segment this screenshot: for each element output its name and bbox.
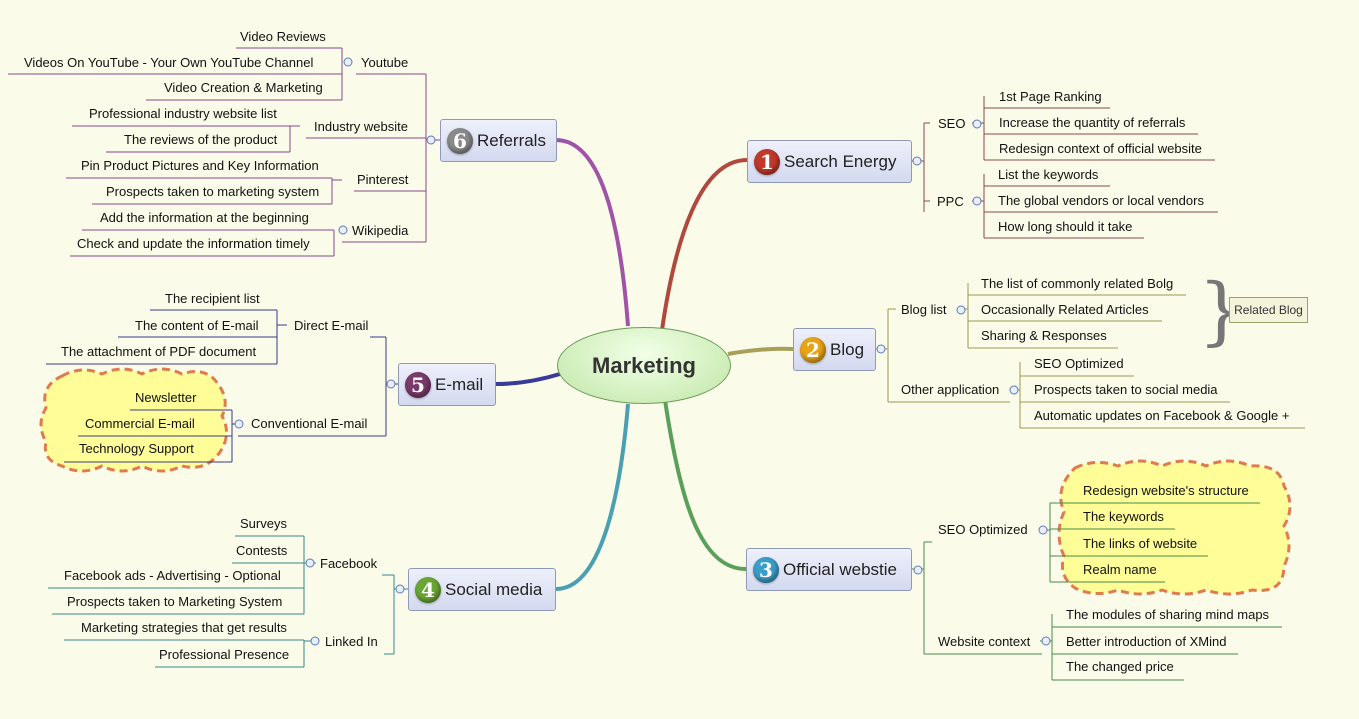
leaf-item[interactable]: Contests bbox=[236, 543, 288, 558]
connectors-referrals bbox=[8, 47, 440, 257]
expand-markers[interactable] bbox=[234, 57, 1051, 646]
leaf-item[interactable]: Commercial E-mail bbox=[85, 416, 195, 431]
topic-label: Search Energy bbox=[784, 151, 897, 171]
leaf-item[interactable]: The list of commonly related Bolg bbox=[981, 276, 1174, 291]
branch-social-media bbox=[555, 403, 630, 591]
leaf-item[interactable]: Videos On YouTube - Your Own YouTube Cha… bbox=[24, 55, 314, 70]
topic-email[interactable]: 5 E-mail bbox=[398, 363, 496, 406]
leaf-item[interactable]: How long should it take bbox=[998, 219, 1133, 234]
branch-email bbox=[495, 372, 561, 386]
subtopic-other-application[interactable]: Other application bbox=[901, 382, 1000, 397]
topic-blog[interactable]: 2 Blog bbox=[793, 328, 876, 371]
leaf-item[interactable]: The changed price bbox=[1066, 659, 1174, 674]
number-three-icon: 3 bbox=[753, 556, 779, 583]
subtopic-pinterest[interactable]: Pinterest bbox=[357, 172, 409, 187]
leaf-item[interactable]: 1st Page Ranking bbox=[999, 89, 1102, 104]
branch-referrals bbox=[555, 138, 630, 327]
branch-official-website bbox=[663, 399, 747, 571]
leaf-item[interactable]: Increase the quantity of referrals bbox=[999, 115, 1186, 130]
subtopic-website-context[interactable]: Website context bbox=[938, 634, 1031, 649]
leaf-item[interactable]: The reviews of the product bbox=[124, 132, 278, 147]
leaf-item[interactable]: The global vendors or local vendors bbox=[998, 193, 1204, 208]
leaf-item[interactable]: The links of website bbox=[1083, 536, 1198, 551]
leaf-item[interactable]: Marketing strategies that get results bbox=[81, 620, 287, 635]
leaf-item[interactable]: The attachment of PDF document bbox=[61, 344, 257, 359]
subtopic-seo[interactable]: SEO bbox=[938, 116, 966, 131]
leaf-item[interactable]: Technology Support bbox=[79, 441, 194, 456]
subtopic-youtube[interactable]: Youtube bbox=[361, 55, 409, 70]
subtopic-seo-optimized[interactable]: SEO Optimized bbox=[938, 522, 1028, 537]
topic-official-website[interactable]: 3 Official webstie bbox=[746, 548, 912, 591]
topic-label: Referrals bbox=[477, 130, 546, 150]
topic-social-media[interactable]: 4 Social media bbox=[408, 568, 556, 611]
topic-label: Social media bbox=[445, 579, 543, 599]
leaf-item[interactable]: Occasionally Related Articles bbox=[981, 302, 1149, 317]
leaf-item[interactable]: Professional Presence bbox=[159, 647, 290, 662]
leaf-item[interactable]: Better introduction of XMind bbox=[1066, 634, 1227, 649]
leaf-item[interactable]: SEO Optimized bbox=[1034, 356, 1124, 371]
number-six-icon: 6 bbox=[447, 127, 473, 154]
subtopic-direct-email[interactable]: Direct E-mail bbox=[294, 318, 369, 333]
subtopic-conventional-email[interactable]: Conventional E-mail bbox=[251, 416, 368, 431]
leaf-item[interactable]: Newsletter bbox=[135, 390, 197, 405]
central-topic-label: Marketing bbox=[592, 352, 696, 378]
number-five-icon: 5 bbox=[405, 371, 431, 398]
topic-search-energy[interactable]: 1 Search Energy bbox=[747, 140, 912, 183]
leaf-item[interactable]: Realm name bbox=[1083, 562, 1157, 577]
number-four-icon: 4 bbox=[415, 576, 441, 603]
leaf-item[interactable]: Redesign context of official website bbox=[999, 141, 1202, 156]
cloud-boundary-seo-optimized[interactable] bbox=[1057, 459, 1292, 596]
topic-referrals[interactable]: 6 Referrals bbox=[440, 119, 557, 162]
leaf-item[interactable]: The recipient list bbox=[165, 291, 260, 306]
leaf-item[interactable]: Prospects taken to social media bbox=[1034, 382, 1218, 397]
cloud-boundary-conventional-email[interactable] bbox=[39, 367, 228, 473]
leaf-item[interactable]: The content of E-mail bbox=[135, 318, 259, 333]
leaf-item[interactable]: List the keywords bbox=[998, 167, 1099, 182]
subtopic-facebook[interactable]: Facebook bbox=[320, 556, 378, 571]
number-two-icon: 2 bbox=[800, 336, 826, 363]
leaf-item[interactable]: Video Reviews bbox=[240, 29, 326, 44]
subtopic-industry-website[interactable]: Industry website bbox=[314, 119, 408, 134]
branch-blog bbox=[727, 346, 794, 356]
leaf-item[interactable]: Add the information at the beginning bbox=[100, 210, 309, 225]
leaf-item[interactable]: Professional industry website list bbox=[89, 106, 277, 121]
leaf-item[interactable]: Prospects taken to Marketing System bbox=[67, 594, 283, 609]
subtopic-ppc[interactable]: PPC bbox=[937, 194, 964, 209]
subtopic-wikipedia[interactable]: Wikipedia bbox=[352, 223, 409, 238]
topic-label: Blog bbox=[830, 339, 865, 359]
branch-search-energy bbox=[660, 158, 748, 331]
topic-label: E-mail bbox=[435, 374, 484, 394]
leaf-item[interactable]: The modules of sharing mind maps bbox=[1066, 607, 1270, 622]
subtopic-linkedin[interactable]: Linked In bbox=[325, 634, 378, 649]
leaf-item[interactable]: The keywords bbox=[1083, 509, 1164, 524]
leaf-item[interactable]: Check and update the information timely bbox=[77, 236, 310, 251]
leaf-item[interactable]: Prospects taken to marketing system bbox=[106, 184, 320, 199]
topic-label: Official webstie bbox=[783, 559, 898, 579]
leaf-item[interactable]: Surveys bbox=[240, 516, 287, 531]
number-one-icon: 1 bbox=[754, 148, 780, 175]
subtopic-blog-list[interactable]: Blog list bbox=[901, 302, 947, 317]
leaf-item[interactable]: Video Creation & Marketing bbox=[164, 80, 323, 95]
leaf-item[interactable]: Facebook ads - Advertising - Optional bbox=[64, 568, 281, 583]
leaf-item[interactable]: Pin Product Pictures and Key Information bbox=[81, 158, 319, 173]
leaf-item[interactable]: Automatic updates on Facebook & Google + bbox=[1034, 408, 1290, 423]
central-topic[interactable]: Marketing bbox=[557, 327, 731, 404]
leaf-item[interactable]: Sharing & Responses bbox=[981, 328, 1107, 343]
leaf-item[interactable]: Redesign website's structure bbox=[1083, 483, 1249, 498]
summary-related-blog[interactable]: Related Blog bbox=[1229, 297, 1308, 323]
